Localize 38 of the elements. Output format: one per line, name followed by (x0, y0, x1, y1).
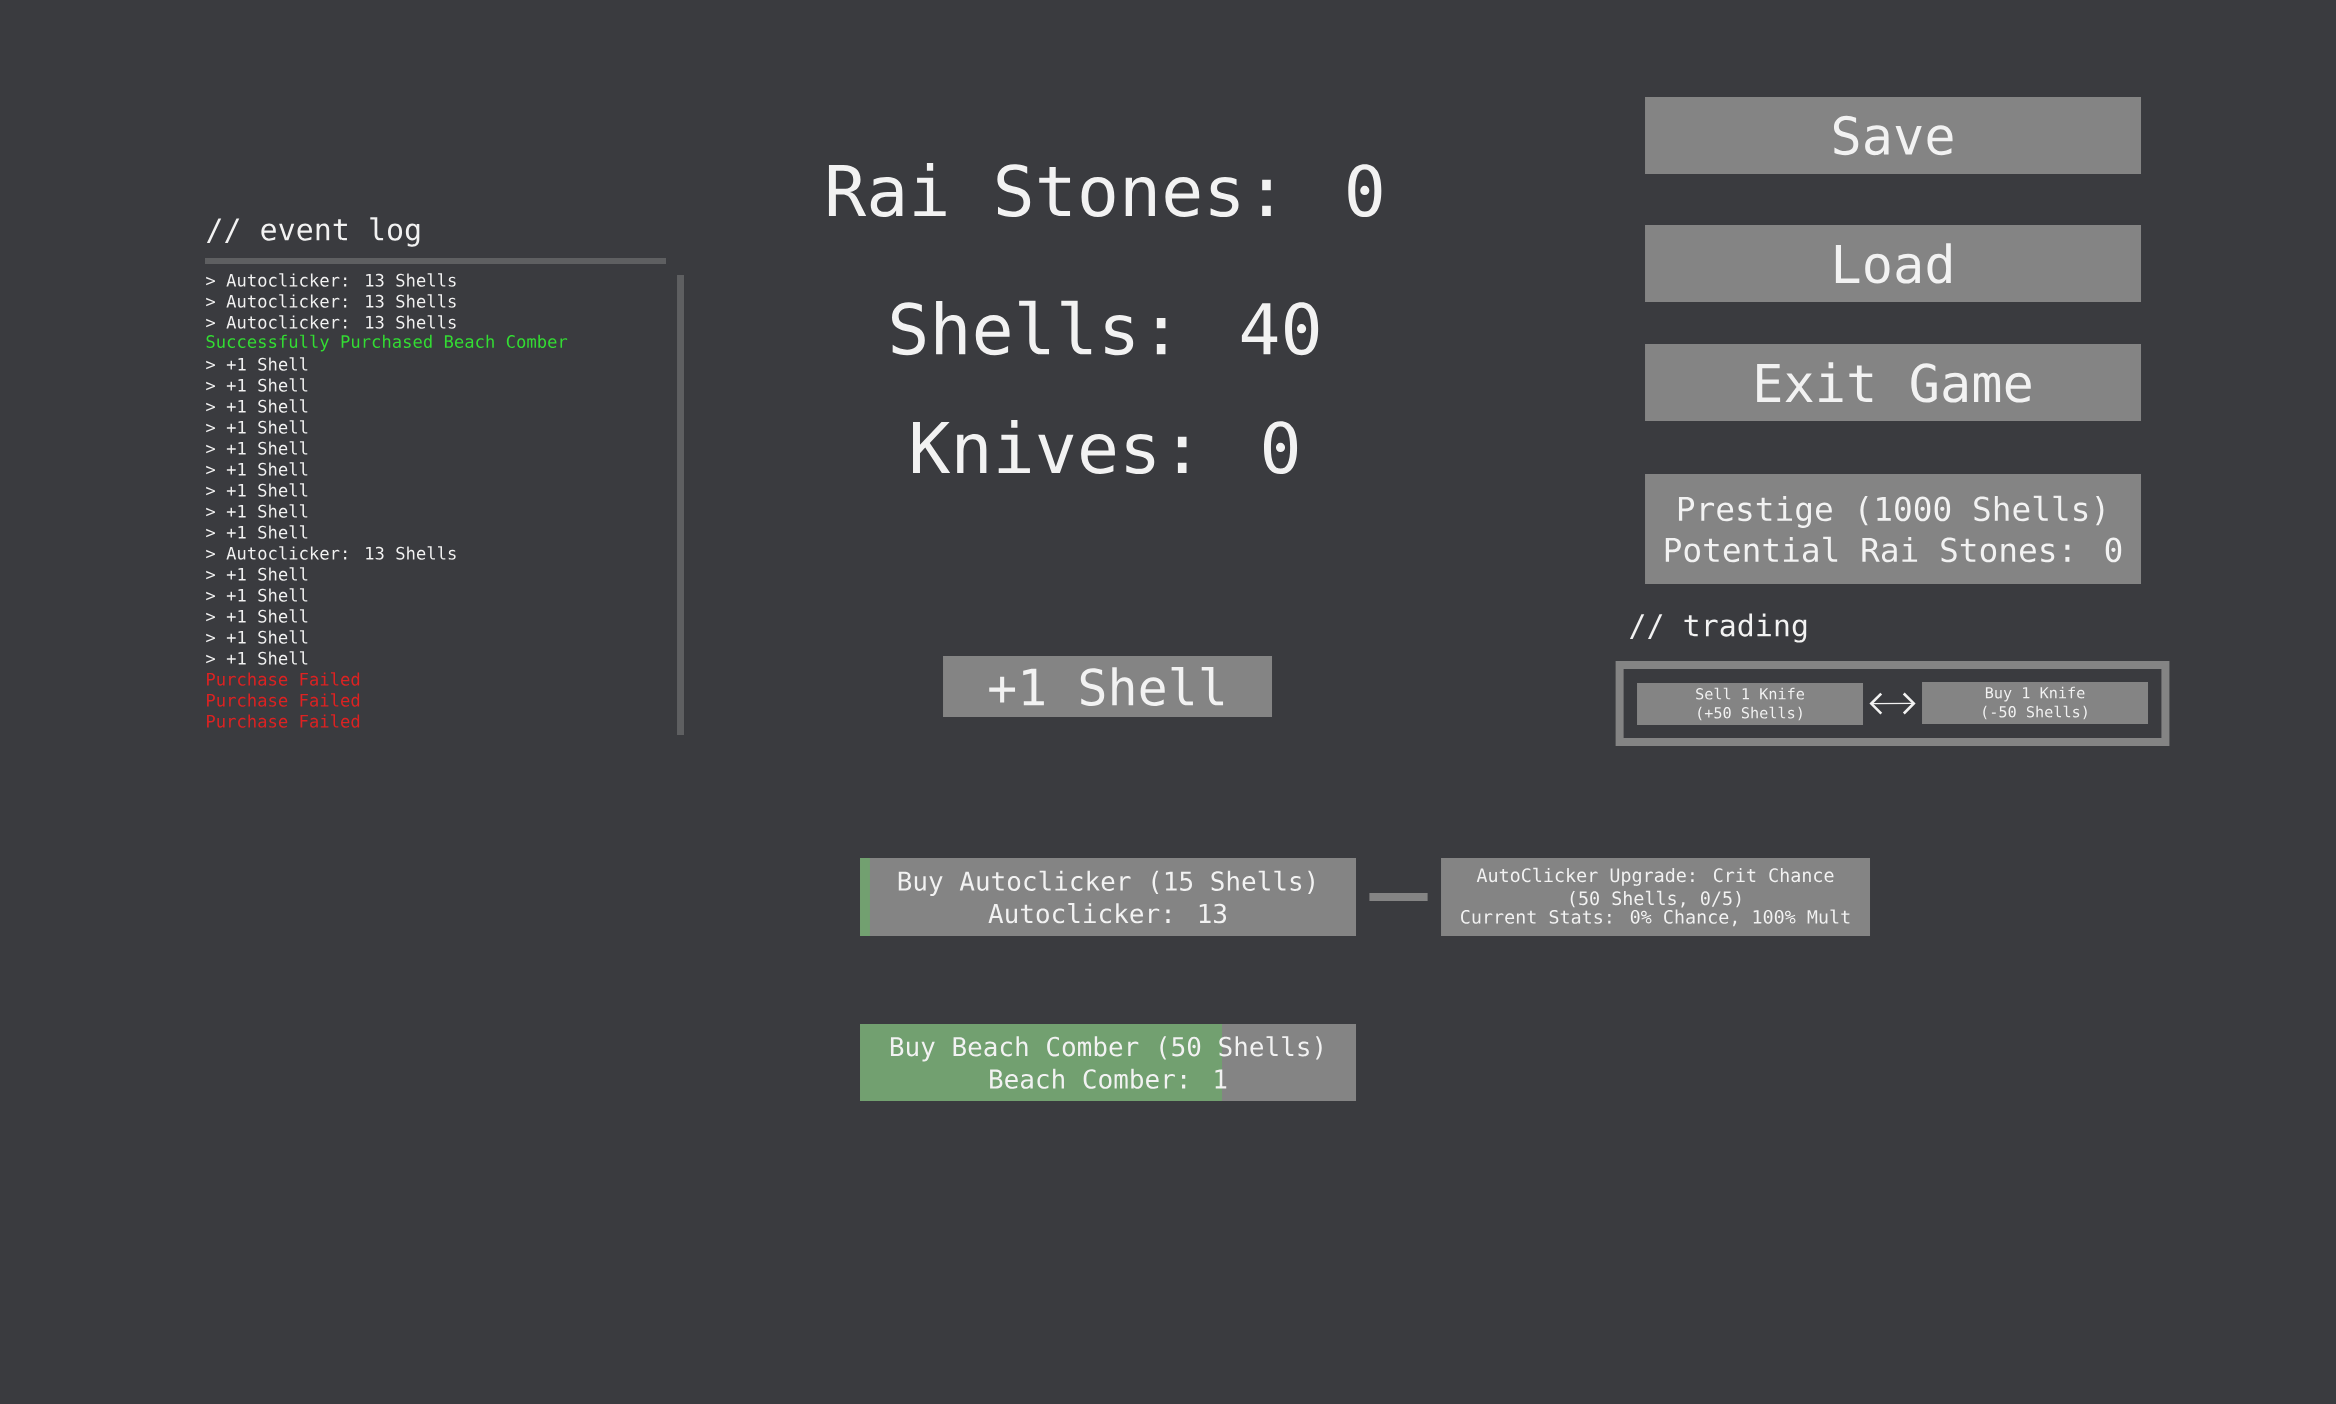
log-entry: Purchase Failed (207, 693, 360, 707)
log-entry: > +1 Shell (206, 462, 308, 476)
prestige-button: Prestige (1000 Shells) Potential Rai Stones: 0 (1645, 474, 2141, 584)
double-arrow (1869, 692, 1916, 715)
log-entry: > Autoclicker: 13 Shells (206, 546, 456, 560)
log-heading: // event log (206, 217, 420, 247)
log-entry: > +1 Shell (206, 483, 308, 497)
node-label: // trading (1629, 613, 1807, 643)
load-button: Load (1645, 225, 2141, 302)
log-entry: > +1 Shell (206, 630, 308, 644)
trade-button: Sell 1 Knife (+50 Shells) (1637, 683, 1863, 725)
shell-button: +1 Shell (943, 656, 1272, 717)
exit-button: Exit Game (1645, 344, 2141, 421)
log-entry: > +1 Shell (206, 525, 308, 539)
log-entry: > Autoclicker: 13 Shells (206, 294, 456, 308)
log-entry: > +1 Shell (206, 420, 308, 434)
log-entry: > +1 Shell (206, 588, 308, 602)
counter-text: Rai Stones: 0 (828, 162, 1382, 218)
counter-text: Knives: 0 (913, 419, 1298, 475)
log-entry: > +1 Shell (206, 504, 308, 518)
log-entry: > Autoclicker: 13 Shells (206, 315, 456, 329)
save-button: Save (1645, 97, 2141, 174)
buy-button: Buy Autoclicker (15 Shells) Autoclicker: 13 (860, 858, 1356, 936)
upgrade-button: AutoClicker Upgrade: Crit Chance (50 Shells, 0/5) Current Stats: 0% Chance, 100% Mult (1441, 858, 1870, 936)
log-entry: > +1 Shell (206, 378, 308, 392)
log-entry: Purchase Failed (207, 672, 360, 686)
buy-button: Buy Beach Comber (50 Shells) Beach Comber: 1 (860, 1024, 1356, 1101)
log-entry: Successfully Purchased Beach Comber (206, 334, 568, 352)
log-entry: > +1 Shell (206, 567, 308, 581)
log-entry: > +1 Shell (206, 441, 308, 455)
trade-button: Buy 1 Knife (-50 Shells) (1922, 682, 2148, 724)
log-entry: Purchase Failed (207, 714, 360, 728)
log-entry: > +1 Shell (206, 399, 308, 413)
log-entry: > +1 Shell (206, 609, 308, 623)
log-entry: > Autoclicker: 13 Shells (206, 273, 456, 287)
log-entry: > +1 Shell (206, 357, 308, 371)
counter-text: Shells: 40 (892, 300, 1319, 356)
log-entry: > +1 Shell (206, 651, 308, 665)
